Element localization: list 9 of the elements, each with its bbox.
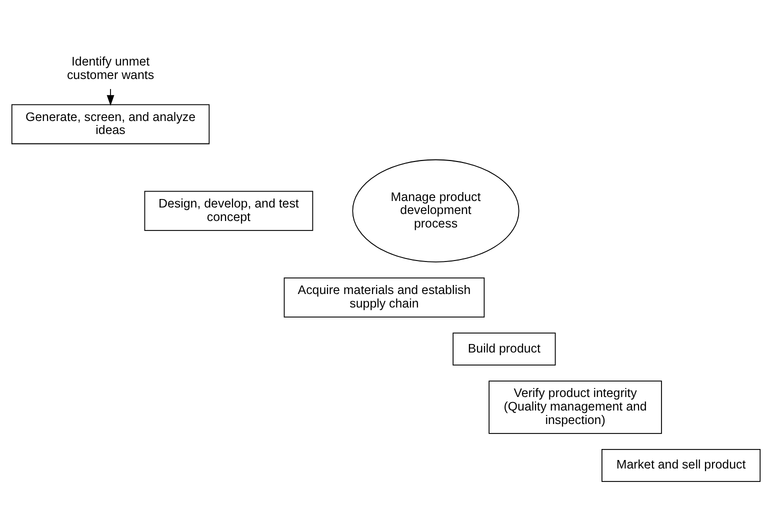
node-ellipse: Manage product development process <box>352 158 520 262</box>
arrow <box>106 88 114 106</box>
node-box: Build product <box>452 332 556 365</box>
node-box: Generate, screen, and analyze ideas <box>11 104 210 144</box>
node-box: Market and sell product <box>602 448 761 482</box>
node-box: Verify product integrity (Quality management and inspection) <box>488 380 662 434</box>
node-box: Design, develop, and test concept <box>144 190 314 230</box>
node-text: Identify unmet customer wants <box>66 54 154 82</box>
node-box: Acquire materials and establish supply chain <box>284 277 485 317</box>
